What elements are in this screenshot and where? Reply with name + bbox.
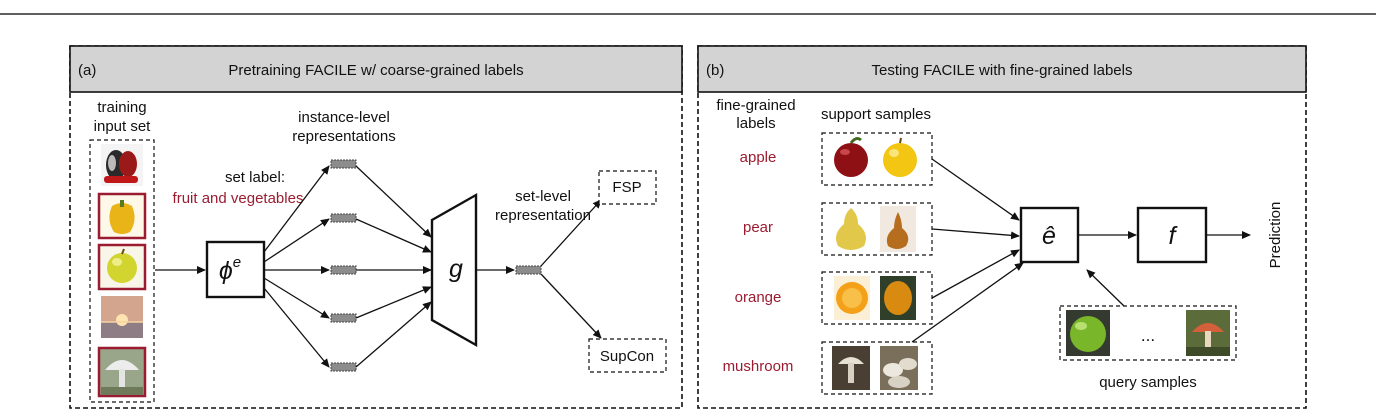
panel-b-title: Testing FACILE with fine-grained labels — [872, 62, 1133, 79]
instance-representation-1 — [330, 159, 357, 169]
encoder-ehat-box — [1019, 206, 1080, 264]
support-heading: support samples — [821, 106, 931, 123]
arrow-instance-2-to-aggregator — [355, 218, 432, 253]
panel-b-tag: (b) — [706, 62, 724, 79]
panel-b-header — [697, 45, 1307, 93]
instance-heading-line2: representations — [292, 128, 395, 145]
support-set-mushroom — [821, 341, 933, 395]
arrow-encoder-to-instance-4 — [263, 277, 330, 319]
input-image-apple — [97, 243, 147, 291]
instance-heading-line1: instance-level — [298, 109, 390, 126]
arrow-query-to-encoder — [1086, 269, 1125, 307]
arrow-apple-to-encoder — [931, 158, 1020, 221]
class-label-orange: orange — [735, 289, 782, 306]
set-label-heading: set label: — [225, 169, 285, 186]
query-image-mushroom — [1186, 310, 1230, 356]
query-ellipsis: ... — [1141, 326, 1155, 345]
encoder-phi-symbol: ϕe — [219, 254, 241, 285]
support-set-pear — [821, 202, 933, 256]
support-set-orange — [821, 271, 933, 325]
class-label-apple: apple — [740, 149, 777, 166]
arrow-set-to-supcon — [540, 273, 602, 339]
set-label-value: fruit and vegetables — [173, 190, 304, 207]
arrow-pear-to-encoder — [931, 228, 1020, 240]
arrow-encoder-to-instance-1 — [263, 165, 330, 253]
prediction-label: Prediction — [1267, 202, 1284, 269]
encoder-phi-box — [205, 240, 266, 299]
classifier-f-symbol: f — [1169, 222, 1179, 250]
arrow-mushroom-to-encoder — [911, 262, 1024, 343]
panel-a-title: Pretraining FACILE w/ coarse-grained lab… — [228, 62, 523, 79]
labels-heading-line2: labels — [736, 115, 775, 132]
arrow-set-to-fsp — [540, 199, 602, 267]
input-set-box — [89, 139, 155, 403]
panel-a: (a) Pretraining FACILE w/ coarse-grained… — [69, 45, 683, 409]
class-label-mushroom: mushroom — [723, 358, 794, 375]
loss-supcon-label: SupCon — [600, 348, 654, 365]
panel-a-header — [69, 45, 683, 93]
setlevel-heading-line2: representation — [495, 207, 591, 224]
instance-representation-4 — [330, 313, 357, 323]
class-label-pear: pear — [743, 219, 773, 236]
labels-heading-line1: fine-grained — [716, 97, 795, 114]
encoder-ehat-symbol: ê — [1042, 222, 1056, 250]
arrow-encoder-to-instance-5 — [263, 287, 330, 368]
input-image-pepper — [97, 192, 147, 240]
loss-supcon-box — [588, 338, 667, 373]
loss-fsp-label: FSP — [612, 179, 641, 196]
set-level-representation — [515, 265, 542, 275]
aggregator-g-symbol: g — [449, 255, 463, 283]
panel-a-tag: (a) — [78, 62, 96, 79]
instance-representation-2 — [330, 213, 357, 223]
query-samples-box — [1059, 305, 1237, 361]
input-image-lamp — [101, 144, 143, 186]
input-heading-line1: training — [97, 99, 146, 116]
arrow-instance-1-to-aggregator — [355, 165, 432, 238]
input-image-sunset — [101, 296, 143, 338]
loss-fsp-box — [598, 170, 657, 205]
arrow-encoder-to-instance-2 — [263, 218, 330, 263]
arrow-instance-5-to-aggregator — [355, 301, 432, 368]
aggregator-g-block — [430, 192, 478, 348]
panel-b: (b) Testing FACILE with fine-grained lab… — [697, 45, 1307, 409]
query-image-apple — [1066, 310, 1110, 356]
instance-representation-5 — [330, 362, 357, 372]
classifier-f-box — [1136, 206, 1208, 264]
input-image-mushroom — [97, 346, 147, 398]
support-set-apple — [821, 132, 933, 186]
arrow-orange-to-encoder — [931, 249, 1020, 299]
query-heading: query samples — [1099, 374, 1197, 391]
input-heading-line2: input set — [94, 118, 152, 135]
setlevel-heading-line1: set-level — [515, 188, 571, 205]
instance-representation-3 — [330, 265, 357, 275]
arrow-instance-4-to-aggregator — [355, 286, 432, 319]
